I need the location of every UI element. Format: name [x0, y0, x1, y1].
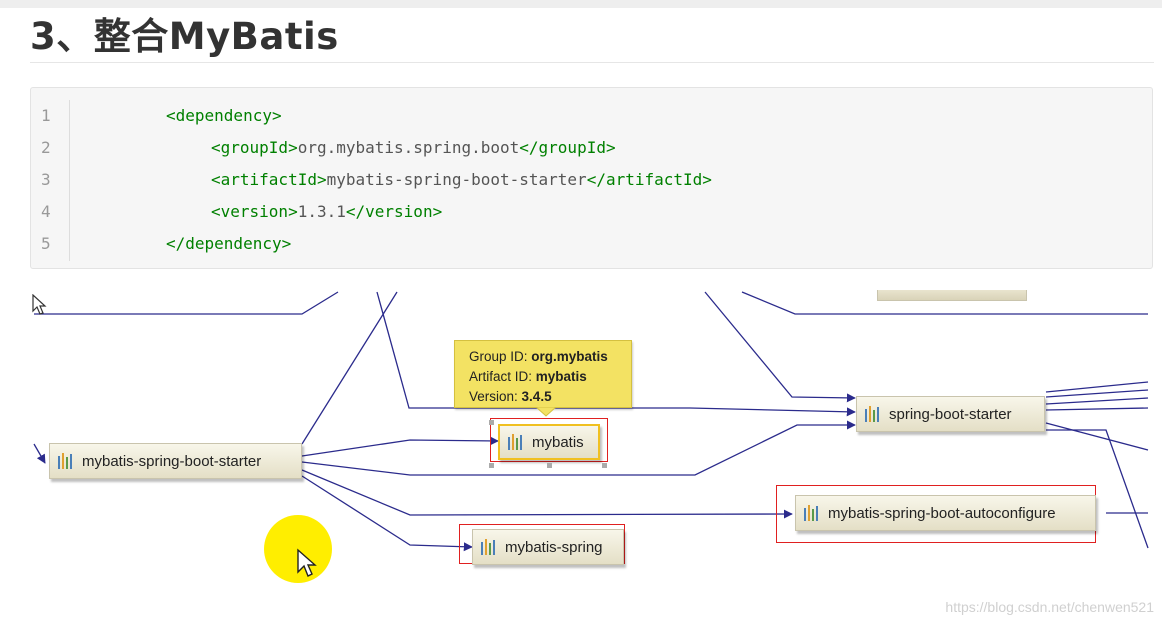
top-scroll-bar	[0, 0, 1162, 8]
xml-value: org.mybatis.spring.boot	[297, 138, 520, 157]
node-mybatis[interactable]: mybatis	[498, 424, 600, 460]
edge-line	[1045, 389, 1149, 398]
node-mybatis-spring-boot-autoconfigure[interactable]: mybatis-spring-boot-autoconfigure	[795, 495, 1096, 531]
edge-line	[301, 475, 473, 552]
edge-line	[301, 420, 856, 476]
node-label: mybatis-spring-boot-autoconfigure	[828, 504, 1056, 522]
node-label: spring-boot-starter	[889, 405, 1012, 423]
code-line: 3 <artifactId>mybatis-spring-boot-starte…	[31, 164, 1131, 196]
edge-line	[1045, 422, 1149, 451]
dependency-graph[interactable]: mybatis-spring-boot-starter mybatis spri…	[30, 290, 1162, 623]
xml-tag: </dependency>	[166, 234, 292, 253]
node-tooltip: Group ID: org.mybatis Artifact ID: mybat…	[454, 340, 632, 408]
tooltip-pointer	[536, 407, 556, 417]
code-line: 1 <dependency>	[31, 100, 1131, 132]
selection-handle[interactable]	[547, 463, 552, 468]
xml-tag: <artifactId>	[211, 170, 327, 189]
selection-handle[interactable]	[602, 463, 607, 468]
selection-handle[interactable]	[489, 463, 494, 468]
jar-icon	[865, 406, 883, 422]
tooltip-version-label: Version:	[469, 389, 518, 404]
edge-line	[301, 469, 793, 519]
arrow-pointer-icon	[32, 294, 47, 315]
page-title: 3、整合MyBatis	[30, 15, 339, 58]
line-number: 1	[41, 106, 51, 125]
node-label: mybatis-spring-boot-starter	[82, 452, 262, 470]
code-line: 5 </dependency>	[31, 228, 1131, 260]
node-label: mybatis-spring	[505, 538, 603, 556]
jar-icon	[508, 434, 526, 450]
xml-tag: </version>	[345, 202, 443, 221]
edge-line	[34, 291, 339, 315]
jar-icon	[58, 453, 76, 469]
code-line: 4 <version>1.3.1</version>	[31, 196, 1131, 228]
partial-node[interactable]	[877, 290, 1027, 301]
node-label: mybatis	[532, 433, 584, 451]
tooltip-artifact-label: Artifact ID:	[469, 369, 533, 384]
title-divider	[30, 62, 1154, 63]
edge-line	[1045, 381, 1149, 393]
edge-line	[301, 436, 499, 457]
tooltip-group-label: Group ID:	[469, 349, 528, 364]
jar-icon	[804, 505, 822, 521]
code-line: 2 <groupId>org.mybatis.spring.boot</grou…	[31, 132, 1131, 164]
edge-line	[33, 443, 46, 464]
line-number: 5	[41, 234, 51, 253]
line-number: 2	[41, 138, 51, 157]
xml-tag: <dependency>	[166, 106, 282, 125]
code-gutter-divider	[69, 100, 70, 261]
tooltip-group-value: org.mybatis	[531, 349, 608, 364]
edge-line	[704, 291, 856, 403]
dependency-edges	[33, 291, 1149, 552]
xml-value: mybatis-spring-boot-starter	[326, 170, 587, 189]
selection-handle[interactable]	[489, 420, 494, 425]
edge-line	[301, 291, 398, 445]
edge-line	[1045, 397, 1149, 405]
edge-line	[1045, 407, 1149, 411]
xml-tag: </groupId>	[519, 138, 616, 157]
tooltip-version-value: 3.4.5	[521, 389, 552, 404]
highlight-box	[490, 418, 608, 462]
xml-tag: <version>	[211, 202, 298, 221]
code-block: 1 <dependency> 2 <groupId>org.mybatis.sp…	[30, 87, 1153, 269]
jar-icon	[481, 539, 499, 555]
node-mybatis-spring-boot-starter[interactable]: mybatis-spring-boot-starter	[49, 443, 302, 479]
node-spring-boot-starter[interactable]: spring-boot-starter	[856, 396, 1045, 432]
mouse-pointer-icon	[297, 548, 317, 577]
watermark: https://blog.csdn.net/chenwen521	[945, 599, 1154, 615]
xml-tag: <groupId>	[211, 138, 298, 157]
edge-line	[1046, 429, 1149, 549]
xml-value: 1.3.1	[297, 202, 346, 221]
line-number: 3	[41, 170, 51, 189]
tooltip-artifact-value: mybatis	[535, 369, 587, 384]
node-mybatis-spring[interactable]: mybatis-spring	[472, 529, 624, 565]
xml-tag: </artifactId>	[586, 170, 712, 189]
edge-line	[741, 291, 1148, 315]
line-number: 4	[41, 202, 51, 221]
